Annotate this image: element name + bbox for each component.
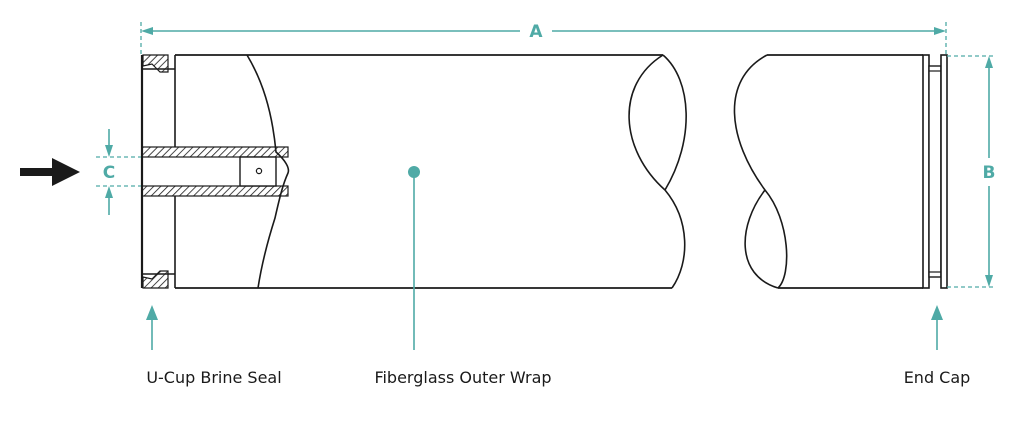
callout-arrow-icon [931,305,943,320]
dimension-arrow-icon [985,56,993,68]
callout-endcap: End Cap [904,305,971,387]
dimension-arrow-icon [105,186,113,198]
callout-wrap-label: Fiberglass Outer Wrap [374,368,551,387]
dimension-b: B [947,55,996,288]
dimension-c-label: C [103,163,115,183]
end-cap [922,54,948,289]
dimension-a: A [140,22,947,55]
dimension-arrow-icon [141,27,153,35]
dimension-a-label: A [529,22,543,42]
callout-endcap-label: End Cap [904,368,971,387]
flow-arrow-icon [20,158,80,186]
u-cup-brine-seal-bottom [142,270,175,289]
dimension-b-label: B [983,163,996,183]
callout-arrow-icon [146,305,158,320]
callout-ucup: U-Cup Brine Seal [146,305,282,387]
tube-port-icon [255,167,263,175]
dimension-arrow-icon [105,145,113,157]
callout-wrap: Fiberglass Outer Wrap [374,166,552,387]
dimension-arrow-icon [985,275,993,287]
permeate-tube [141,146,289,197]
inlet-end [140,54,289,289]
dimension-arrow-icon [934,27,946,35]
callout-ucup-label: U-Cup Brine Seal [146,368,281,387]
dimension-c: C [96,129,141,215]
fiberglass-body [175,54,923,289]
u-cup-brine-seal-top [142,54,175,73]
